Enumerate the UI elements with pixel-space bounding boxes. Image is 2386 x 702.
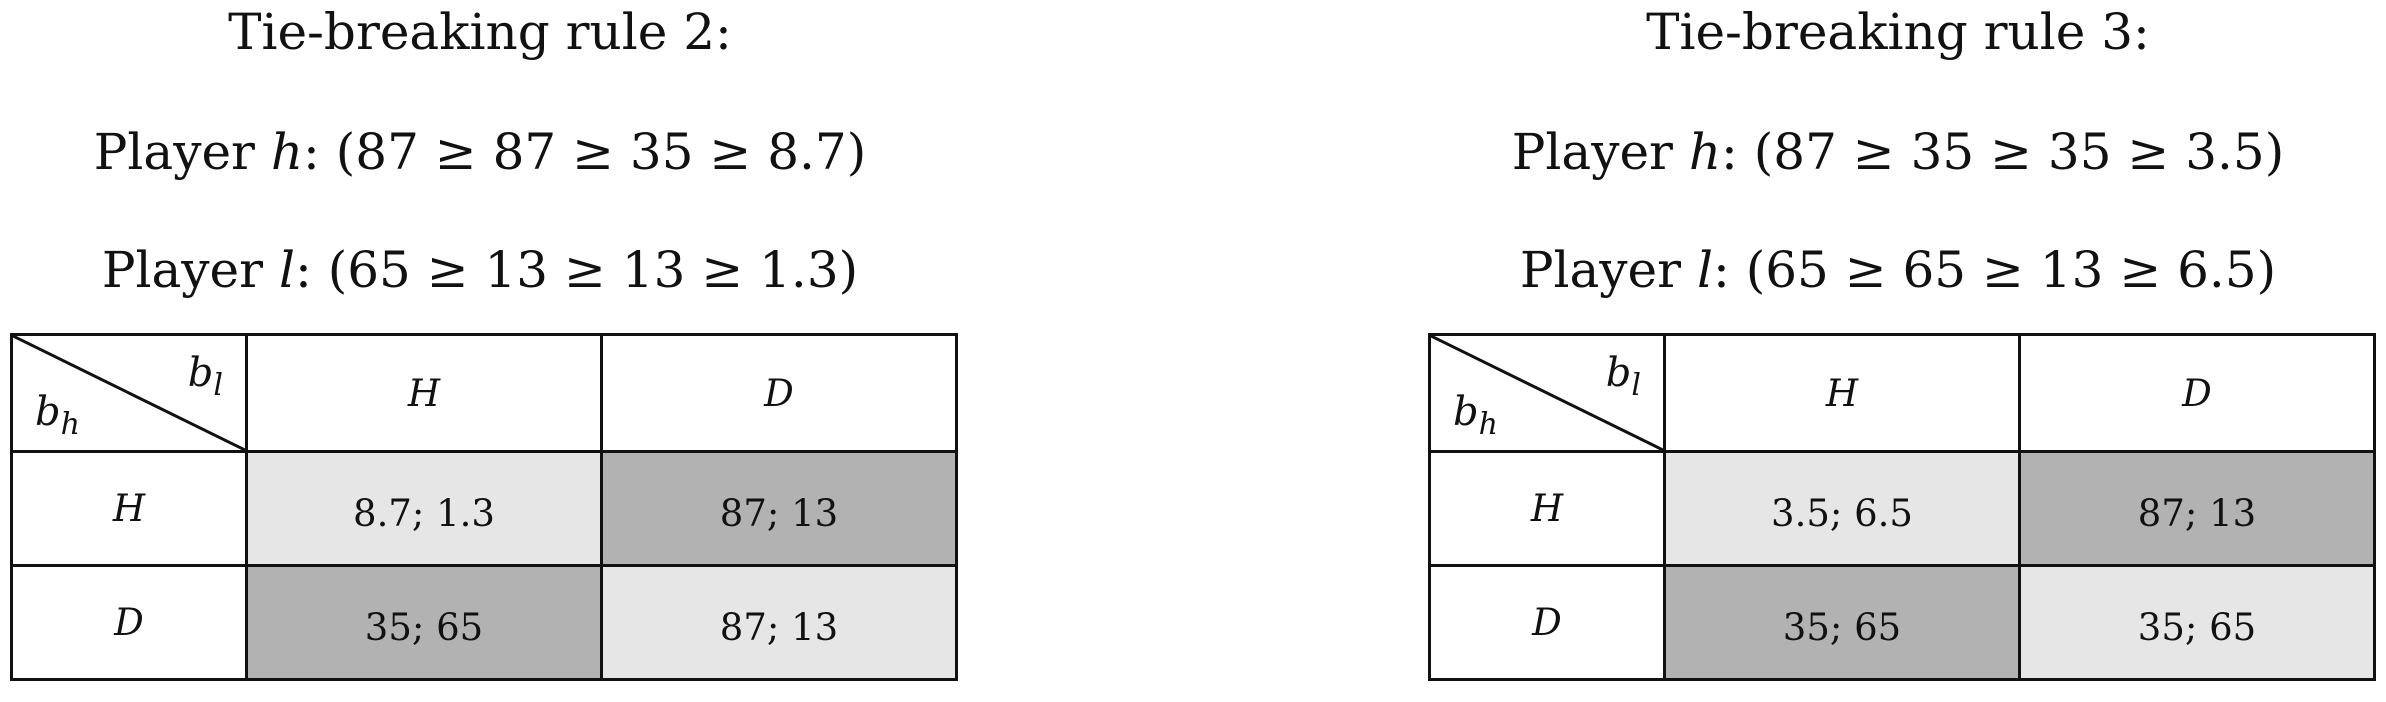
payoff-cell: 3.5; 6.5 xyxy=(1663,450,2021,567)
panel-title: Tie-breaking rule 3: xyxy=(1646,3,2150,61)
player-var: l xyxy=(1696,241,1713,299)
row-header: H xyxy=(10,450,248,567)
player-var: l xyxy=(278,241,295,299)
panel-title: Tie-breaking rule 2: xyxy=(228,3,732,61)
row-player-label: bh xyxy=(1453,389,1498,442)
preference-values: (65 ≥ 65 ≥ 13 ≥ 6.5) xyxy=(1745,241,2277,299)
player-prefix: Player xyxy=(93,123,271,181)
payoff-cell: 35; 65 xyxy=(245,564,603,681)
row-header: D xyxy=(10,564,248,681)
payoff-matrix: bl bh H D H 3.5; 6.5 87; 13 D 35; 65 35;… xyxy=(1428,333,2376,681)
diagonal-divider xyxy=(1431,336,1663,450)
row-player-label: bh xyxy=(35,389,80,442)
player-prefix: Player xyxy=(1519,241,1697,299)
column-player-label: bl xyxy=(187,350,223,403)
preference-values: (87 ≥ 35 ≥ 35 ≥ 3.5) xyxy=(1753,123,2285,181)
player-var: h xyxy=(270,123,304,181)
player-l-preference: Player l: (65 ≥ 13 ≥ 13 ≥ 1.3) xyxy=(101,241,859,299)
player-h-preference: Player h: (87 ≥ 87 ≥ 35 ≥ 8.7) xyxy=(93,123,867,181)
preference-values: (87 ≥ 87 ≥ 35 ≥ 8.7) xyxy=(335,123,867,181)
payoff-cell: 8.7; 1.3 xyxy=(245,450,603,567)
column-header: H xyxy=(1663,333,2021,453)
column-player-label: bl xyxy=(1605,350,1641,403)
payoff-cell: 35; 65 xyxy=(1663,564,2021,681)
payoff-cell: 87; 13 xyxy=(600,450,958,567)
payoff-cell: 87; 13 xyxy=(600,564,958,681)
preference-values: (65 ≥ 13 ≥ 13 ≥ 1.3) xyxy=(327,241,859,299)
player-prefix: Player xyxy=(101,241,279,299)
payoff-cell: 35; 65 xyxy=(2018,564,2376,681)
column-header: H xyxy=(245,333,603,453)
payoff-matrix: bl bh H D H 8.7; 1.3 87; 13 D 35; 65 87;… xyxy=(10,333,958,681)
payoff-cell: 87; 13 xyxy=(2018,450,2376,567)
player-prefix: Player xyxy=(1511,123,1689,181)
player-h-preference: Player h: (87 ≥ 35 ≥ 35 ≥ 3.5) xyxy=(1511,123,2285,181)
player-l-preference: Player l: (65 ≥ 65 ≥ 13 ≥ 6.5) xyxy=(1519,241,2277,299)
player-var: h xyxy=(1688,123,1722,181)
row-header: H xyxy=(1428,450,1666,567)
row-header: D xyxy=(1428,564,1666,681)
diagonal-divider xyxy=(13,336,245,450)
matrix-corner: bl bh xyxy=(10,333,248,453)
column-header: D xyxy=(600,333,958,453)
column-header: D xyxy=(2018,333,2376,453)
matrix-corner: bl bh xyxy=(1428,333,1666,453)
